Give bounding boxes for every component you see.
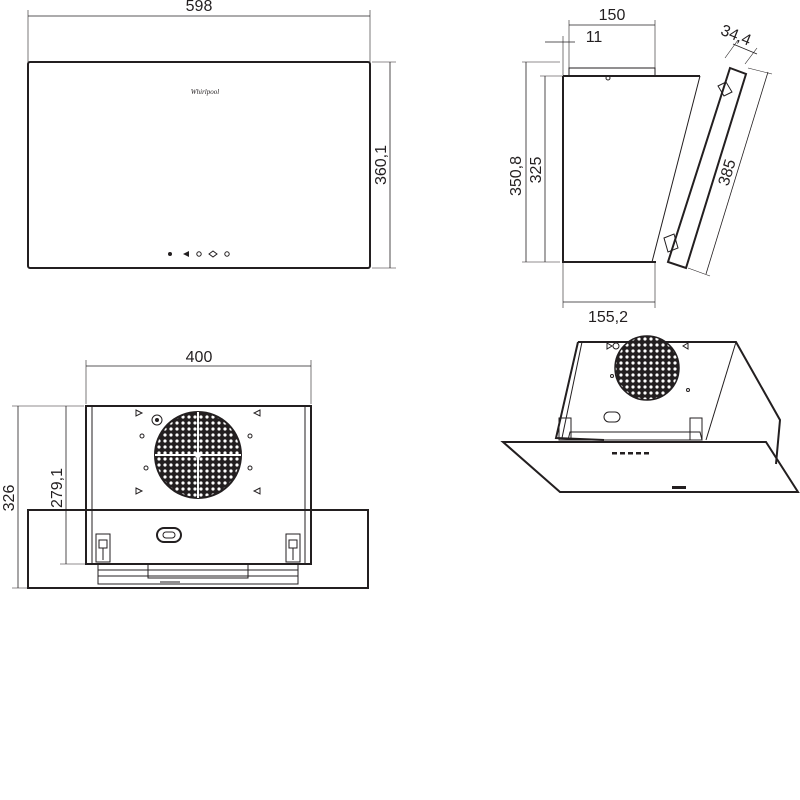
top-hinge-left (95, 533, 111, 563)
perspective-fan-grille (614, 335, 680, 401)
top-view: 400 (1, 349, 369, 589)
dim-line-side-panel-thickness (732, 43, 758, 55)
front-glass-panel (27, 61, 371, 269)
power-button-icon (168, 252, 172, 256)
dim-side-top-offset: 11 (586, 29, 603, 46)
dim-front-width: 598 (186, 0, 213, 15)
plus-button-icon (208, 250, 218, 258)
perspective-glass-panel (500, 441, 800, 493)
side-body (562, 75, 700, 263)
dim-side-bottom-depth: 155,2 (588, 309, 628, 326)
perspective-view (500, 335, 800, 493)
top-glass-panel (27, 509, 369, 589)
dim-side-body-height: 325 (528, 157, 545, 184)
brand-logo: Whirlpool (191, 88, 219, 96)
dim-side-total-height: 350,8 (508, 156, 525, 196)
dim-line-side-panel-length (705, 71, 769, 275)
dim-top-body-height: 279,1 (49, 468, 66, 508)
side-top-block (568, 67, 656, 77)
minus-button-icon (183, 251, 189, 257)
light-button-icon (224, 251, 230, 257)
dim-front-height: 360,1 (373, 145, 390, 185)
front-view: 598 Whirlpool 360,1 (27, 0, 396, 269)
top-rail (97, 563, 299, 585)
top-hinge-right (285, 533, 301, 563)
speed-button-icon (196, 251, 202, 257)
perspective-control-buttons (612, 452, 649, 455)
dim-side-top-depth: 150 (599, 7, 626, 24)
dim-top-total-height: 326 (1, 485, 18, 512)
side-glass-panel (666, 66, 748, 270)
dim-top-width: 400 (186, 349, 213, 366)
control-buttons (168, 250, 230, 258)
perspective-brand-mark (672, 486, 686, 489)
top-slot (156, 527, 182, 543)
side-view: 150 11 34,4 350,8 325 385 (508, 7, 773, 326)
